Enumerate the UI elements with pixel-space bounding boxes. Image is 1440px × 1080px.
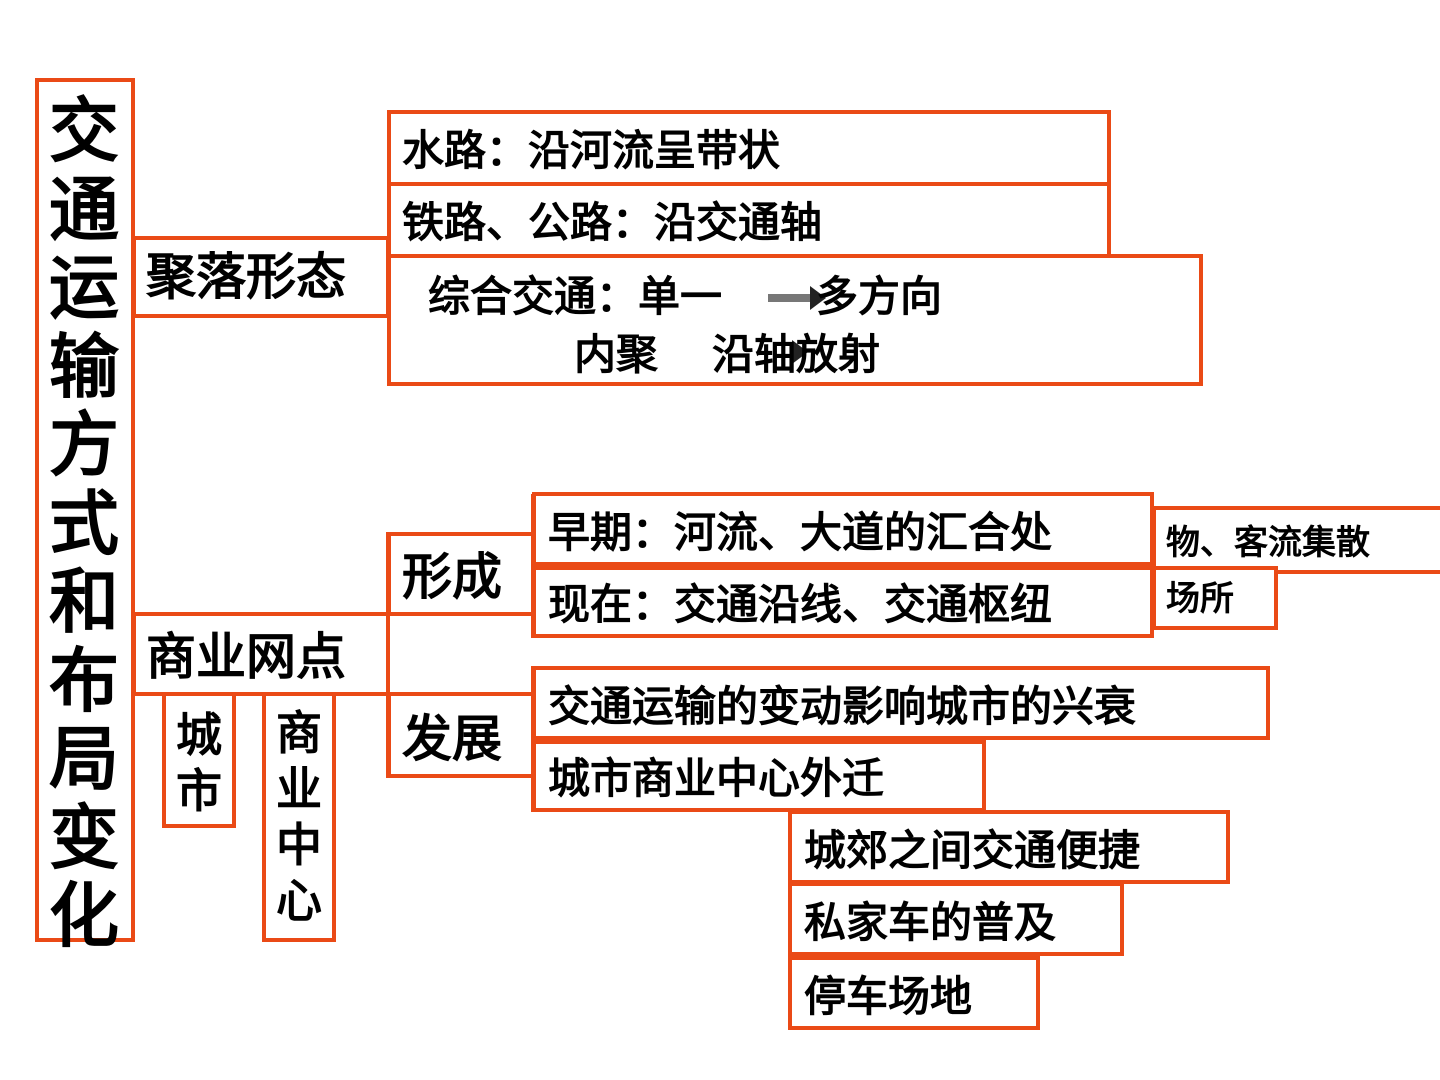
- integrated-line1: 综合交通：单一: [428, 272, 723, 321]
- title-char: 化: [49, 875, 119, 957]
- rail-text: 铁路、公路：沿交通轴: [402, 198, 823, 247]
- city-char: 市: [176, 764, 222, 818]
- development-label: 发展: [402, 710, 502, 768]
- title-char: 运: [49, 247, 119, 329]
- note-text-line2: 场所: [1166, 579, 1234, 619]
- title-char: 交: [49, 90, 119, 172]
- reason-box: [788, 882, 1124, 956]
- integrated-line1-end: 多方向: [816, 272, 943, 321]
- title-char: 输: [49, 325, 119, 408]
- integrated-line2-b: 沿轴放射: [712, 330, 881, 379]
- integrated-box: [387, 254, 1203, 386]
- city-char: 城: [176, 708, 222, 762]
- commerce-label-box: [132, 612, 390, 696]
- commerce-label: 商业网点: [146, 628, 346, 686]
- center-char: 心: [276, 874, 322, 928]
- formation-label-box: [387, 532, 535, 616]
- rise-fall-box: [532, 666, 1270, 740]
- city-label: 城 市: [162, 712, 236, 824]
- development-label-box: [387, 692, 535, 778]
- note-box-bottom: [1152, 566, 1278, 630]
- reason-box: [788, 810, 1230, 884]
- relocation-text: 城市商业中心外迁: [548, 754, 885, 803]
- integrated-line2-a: 内聚: [574, 330, 659, 379]
- center-box: [262, 692, 336, 942]
- reason-text: 停车场地: [804, 972, 973, 1021]
- early-box: [532, 492, 1154, 566]
- reason-text: 私家车的普及: [804, 898, 1057, 947]
- city-box: [162, 692, 236, 828]
- center-char: 业: [276, 762, 322, 816]
- rail-box: [387, 182, 1111, 258]
- now-text: 现在：交通沿线、交通枢纽: [548, 580, 1053, 629]
- title-char: 变: [49, 796, 119, 879]
- title-char: 和: [49, 561, 119, 643]
- title-char: 通: [49, 168, 119, 251]
- early-text: 早期：河流、大道的汇合处: [548, 508, 1053, 557]
- settlement-label-box: [132, 236, 390, 318]
- title-char: 方: [49, 404, 119, 486]
- title-char: 式: [49, 482, 119, 565]
- title-char: 局: [49, 718, 119, 800]
- center-label: 商 业 中 心: [262, 710, 336, 934]
- note-box-top: [1152, 506, 1440, 574]
- relocation-box: [532, 740, 986, 812]
- main-title-box: [35, 78, 135, 942]
- title-char: 布: [49, 639, 119, 722]
- rise-fall-text: 交通运输的变动影响城市的兴衰: [548, 682, 1137, 731]
- water-text: 水路：沿河流呈带状: [402, 126, 781, 175]
- main-title: 交 通 运 输 方 式 和 布 局 变 化: [40, 96, 128, 960]
- settlement-label: 聚落形态: [146, 248, 346, 306]
- water-box: [387, 110, 1111, 186]
- reason-box: [788, 956, 1040, 1030]
- arrow-icon: [768, 286, 826, 310]
- center-char: 中: [276, 818, 322, 872]
- note-text-line1: 物、客流集散: [1166, 523, 1370, 563]
- center-char: 商: [276, 706, 322, 760]
- arrow-icon: [780, 340, 808, 364]
- reason-text: 城郊之间交通便捷: [804, 826, 1141, 875]
- now-box: [532, 566, 1154, 638]
- formation-label: 形成: [402, 548, 502, 606]
